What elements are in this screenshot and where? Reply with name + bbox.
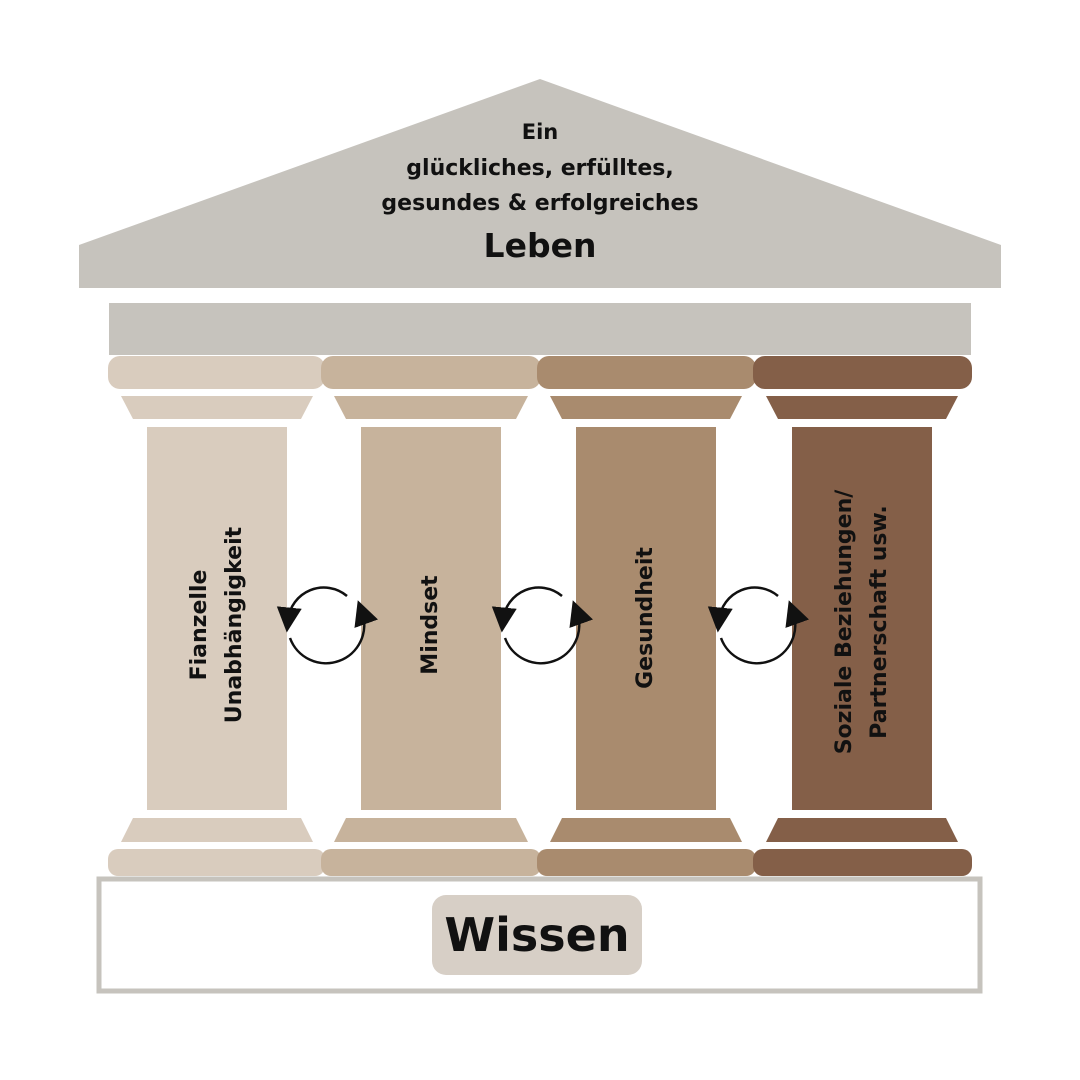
pillar-2-capital	[321, 356, 541, 389]
pillar-2-label: Mindset	[371, 415, 491, 835]
roof-line-1: Ein	[521, 120, 559, 144]
pillar-1-label-line-2: Unabhängigkeit	[222, 526, 247, 724]
architrave-beam	[109, 303, 971, 355]
pillar-4-label-line-2: Partnerschaft usw.	[867, 505, 892, 739]
pillar-1-capital	[108, 356, 325, 389]
pillar-1-shaft	[147, 427, 287, 810]
pillar-3-base	[537, 849, 756, 876]
pillar-2-capital-taper	[334, 396, 528, 419]
pillar-4-base	[753, 849, 972, 876]
pillar-3-base-taper	[550, 818, 742, 842]
pillar-3-label-line-1: Gesundheit	[633, 547, 659, 689]
pillar-3-capital	[537, 356, 756, 389]
pillar-4-capital	[753, 356, 972, 389]
cycle-arrows-icon-1	[276, 586, 378, 665]
cycle-arrows-icon-2	[491, 586, 593, 665]
pillar-2-base	[321, 849, 541, 876]
pillar-4	[753, 356, 972, 876]
pillar-1-base	[108, 849, 325, 876]
pillar-4-shaft	[792, 427, 932, 810]
pillar-2-base-taper	[334, 818, 528, 842]
pillar-1-label-line-1: Fianzelle	[186, 569, 212, 681]
roof-line-3: gesundes & erfolgreiches	[381, 191, 699, 216]
pillar-1-label: Fianzelle Unabhängigkeit	[157, 415, 277, 835]
pillar-2-shaft	[361, 427, 501, 810]
pillar-2-label-line-1: Mindset	[418, 575, 444, 675]
pillar-4-capital-taper	[766, 396, 958, 419]
pillar-2	[321, 356, 541, 876]
pillar-1-base-taper	[121, 818, 313, 842]
pillar-4-base-taper	[766, 818, 958, 842]
pillar-3	[537, 356, 756, 876]
roof-line-4: Leben	[483, 226, 597, 265]
roof-line-2: glückliches, erfülltes,	[406, 156, 674, 181]
pillar-1	[108, 356, 325, 876]
pillar-3-label: Gesundheit	[586, 408, 706, 828]
cycle-arrows-icon-3	[707, 586, 809, 665]
pillar-4-label-line-1: Soziale Beziehungen/	[831, 489, 857, 755]
pillar-1-capital-taper	[121, 396, 313, 419]
roof	[79, 79, 1001, 288]
pillar-3-shaft	[576, 427, 716, 810]
foundation-label: Wissen	[432, 895, 642, 975]
pillar-4-label: Soziale Beziehungen/ Partnerschaft usw.	[802, 412, 922, 832]
pillar-3-capital-taper	[550, 396, 742, 419]
